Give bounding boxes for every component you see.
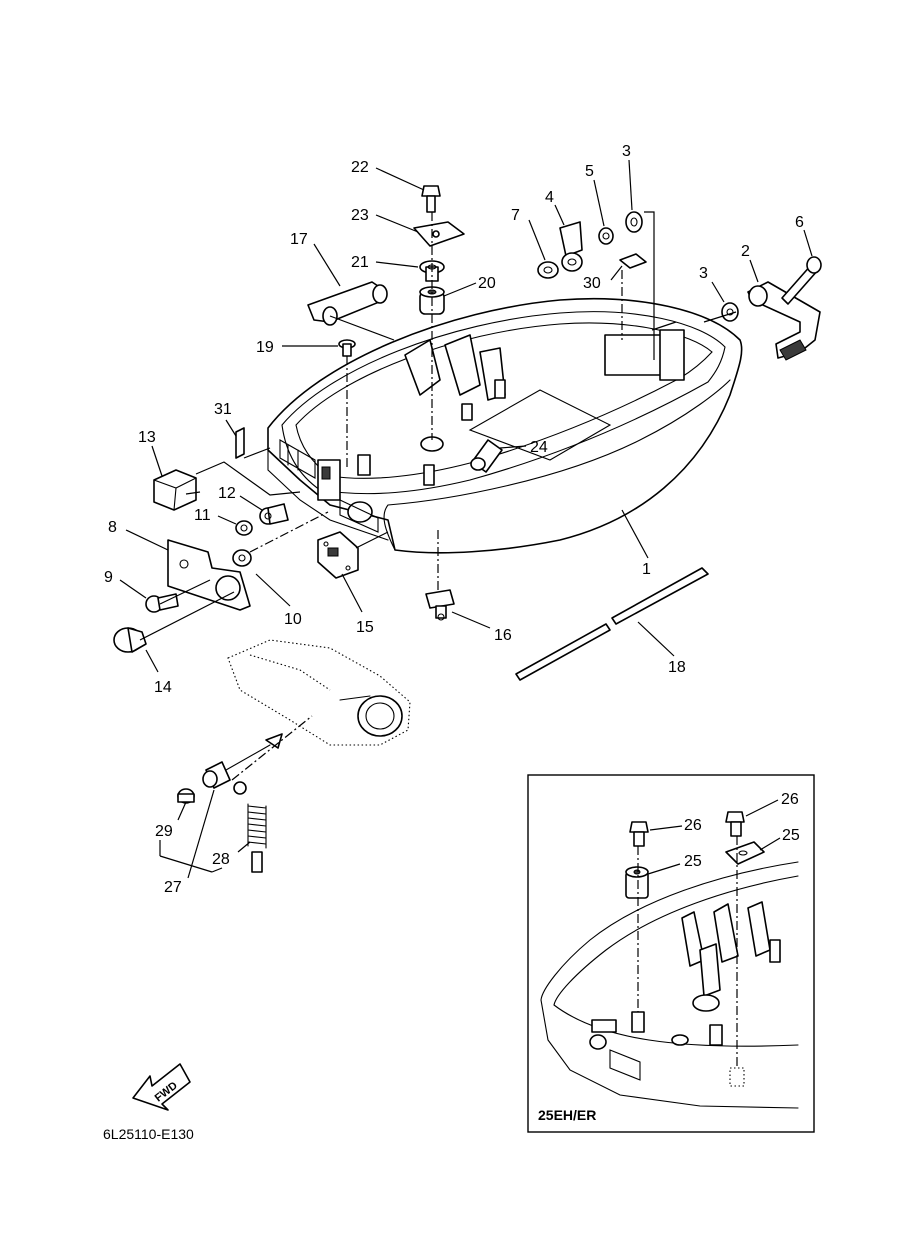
callout-16: 16	[494, 627, 512, 644]
callout-12: 12	[218, 485, 236, 502]
grommet-16	[425, 589, 455, 621]
spring-28	[233, 781, 267, 873]
leader-lines	[119, 159, 813, 879]
fwd-arrow-icon: FWD	[132, 1063, 191, 1111]
inset-bolt-26-left	[629, 821, 649, 847]
callout-31: 31	[214, 401, 232, 418]
rod-18	[515, 567, 709, 681]
washer-3-upper	[625, 211, 643, 233]
cap-29	[177, 788, 195, 804]
callout-15: 15	[356, 619, 374, 636]
callout-13: 13	[138, 429, 156, 446]
bottom-cowling	[267, 297, 743, 554]
callout-4: 4	[545, 189, 554, 206]
washer-11	[235, 520, 253, 536]
inset-callout-25-right: 25	[782, 827, 800, 844]
washer-3-lower	[721, 302, 739, 322]
callout-30: 30	[583, 275, 601, 292]
clamp-2	[747, 281, 821, 361]
callout-6: 6	[795, 214, 804, 231]
plug-14	[113, 627, 147, 653]
nut-7	[537, 261, 559, 279]
callout-11: 11	[194, 507, 211, 524]
callout-3-upper: 3	[622, 143, 631, 160]
callout-29: 29	[155, 823, 173, 840]
inset-callout-25-left: 25	[684, 853, 702, 870]
callout-18: 18	[668, 659, 686, 676]
callout-28: 28	[212, 851, 230, 868]
fitting-24	[470, 439, 503, 473]
callout-3-lower: 3	[699, 265, 708, 282]
callout-7: 7	[511, 207, 520, 224]
plate-15	[317, 531, 359, 579]
bolt-6	[781, 256, 822, 305]
bracket-17	[307, 281, 388, 326]
cap-13	[153, 469, 197, 511]
callout-17: 17	[290, 231, 308, 248]
callout-10: 10	[284, 611, 302, 628]
callout-20: 20	[478, 275, 496, 292]
inset-grommet-25-left	[625, 866, 649, 899]
cable-assembly-27	[202, 733, 283, 789]
screw-19	[338, 339, 356, 357]
grommet-12	[259, 503, 289, 525]
washer-5	[598, 227, 614, 245]
callout-1: 1	[642, 561, 651, 578]
plate-8	[167, 539, 251, 611]
lower-unit-ghost	[227, 639, 411, 746]
collar-10	[232, 549, 252, 567]
diagram-code: 6L25110-E130	[103, 1126, 194, 1142]
bolt-22	[421, 185, 441, 213]
callout-14: 14	[154, 679, 172, 696]
bolt-9	[145, 593, 179, 613]
inset-25eh-er: 26 26 25 25 25EH/ER	[527, 774, 815, 1133]
callout-2: 2	[741, 243, 750, 260]
seal-31	[235, 427, 245, 459]
inset-pad-25-right	[725, 841, 765, 865]
pad-30	[619, 253, 647, 269]
callout-8: 8	[108, 519, 117, 536]
callout-21: 21	[351, 254, 369, 271]
callout-24: 24	[530, 439, 548, 456]
plate-23-hole	[432, 230, 440, 238]
callout-22: 22	[351, 159, 369, 176]
inset-callout-26-right: 26	[781, 791, 799, 808]
inset-bolt-26-right	[725, 811, 745, 837]
holder-4	[559, 221, 583, 272]
callout-5: 5	[585, 163, 594, 180]
callout-9: 9	[104, 569, 113, 586]
inset-callout-26-left: 26	[684, 817, 702, 834]
callout-27: 27	[164, 879, 182, 896]
inset-label: 25EH/ER	[538, 1107, 596, 1123]
callout-labels: 22 23 21 20 17 19 7 4 5 3 30 2 6 3 24 31…	[104, 143, 804, 896]
callout-19: 19	[256, 339, 274, 356]
callout-23: 23	[351, 207, 369, 224]
